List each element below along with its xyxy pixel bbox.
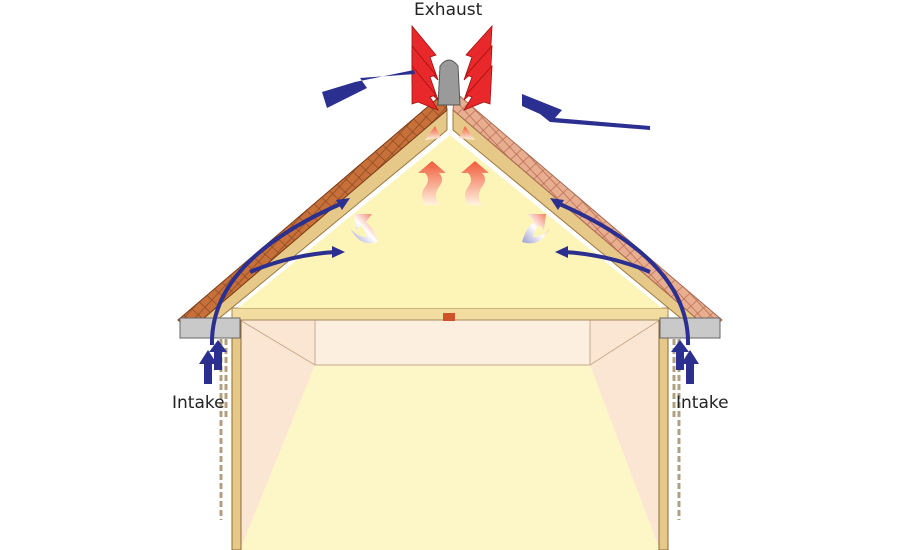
intake-label-right: Intake (676, 393, 729, 413)
left-eave (179, 317, 241, 339)
intake-arrows (199, 340, 699, 384)
ridge-vent (437, 59, 461, 106)
room (239, 319, 661, 550)
wind-arrow-right (522, 94, 650, 130)
attic-space (238, 135, 662, 308)
ceiling-light (443, 313, 455, 321)
heat-arrows (418, 126, 489, 205)
intake-label-left: Intake (172, 393, 225, 413)
wind-arrow-left (322, 70, 415, 108)
exhaust-label: Exhaust (414, 0, 483, 20)
left-wall (231, 311, 242, 550)
right-eave (659, 317, 721, 339)
attic-airflow (209, 200, 691, 346)
airflow-heads (332, 198, 568, 258)
exhaust-arrows (411, 24, 493, 111)
circulation-arrows (350, 214, 550, 244)
right-wall (658, 311, 669, 550)
